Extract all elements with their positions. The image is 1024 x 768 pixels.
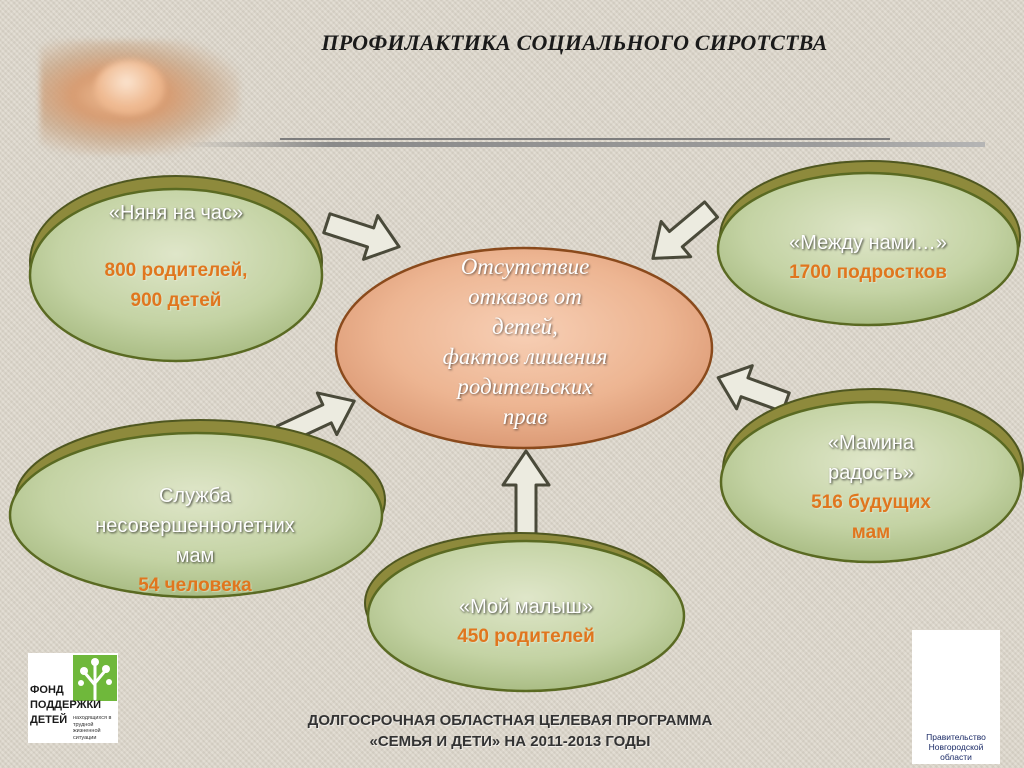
bubble-mezhdu: «Между нами…» 1700 подростков — [718, 218, 1018, 298]
center-line: родительских — [457, 374, 593, 399]
bubble-nyanya: «Няня на час» 800 родителей, 900 детей — [30, 190, 322, 358]
program-footer: ДОЛГОСРОЧНАЯ ОБЛАСТНАЯ ЦЕЛЕВАЯ ПРОГРАММА… — [200, 710, 820, 752]
arrow-from-mezhdu — [651, 200, 720, 260]
bubble-value: 900 детей — [130, 290, 222, 311]
footer-line: «СЕМЬЯ И ДЕТИ» НА 2011-2013 ГОДЫ — [369, 733, 651, 750]
bubble-label-line: «Мамина — [827, 432, 915, 454]
bubble-label: «Между нами…» — [789, 232, 947, 254]
fund-logo-line: ДЕТЕЙ — [30, 714, 68, 726]
bubble-label-line: несовершеннолетних — [95, 515, 295, 537]
bubble-label-line: мам — [175, 545, 215, 567]
bubble-mamina: «Мамина радость» 516 будущих мам — [720, 426, 1022, 550]
bubble-moy-malysh-shape — [364, 532, 686, 693]
bubble-sluzhba: Служба несовершеннолетних мам 54 человек… — [20, 478, 370, 604]
government-caption-line: Правительство — [926, 732, 986, 742]
center-ellipse — [334, 246, 714, 450]
government-logo: Правительство Новгородской области — [912, 630, 1000, 764]
bubble-label-line: радость» — [828, 462, 914, 484]
center-line: прав — [502, 404, 548, 429]
bubble-value: 450 родителей — [457, 626, 595, 647]
bubble-label: «Няня на час» — [108, 202, 244, 224]
bubble-label-line: Служба — [158, 485, 232, 507]
bubble-value: 1700 подростков — [789, 262, 947, 283]
government-caption-line: Новгородской — [928, 742, 984, 752]
fund-logo-tagline: находящихся в трудной жизненной ситуации — [73, 715, 112, 741]
fund-logo-line: ФОНД — [30, 684, 64, 696]
title-divider — [185, 142, 985, 147]
government-caption: Правительство Новгородской области — [912, 732, 1000, 762]
arrow-from-nyanya — [322, 212, 401, 261]
bubble-mezhdu-shape — [716, 160, 1021, 327]
arrow-from-moy-malysh — [501, 449, 551, 537]
government-caption-line: области — [940, 752, 972, 762]
bubble-value: мам — [851, 522, 891, 543]
fund-logo-line: ПОДДЕРЖКИ — [30, 699, 102, 711]
arrow-from-mamina — [716, 364, 791, 414]
bubble-label: «Мой малыш» — [459, 596, 593, 618]
fund-logo: ФОНД ПОДДЕРЖКИ ДЕТЕЙ находящихся в трудн… — [28, 653, 118, 743]
center-line: детей, — [492, 314, 558, 339]
bubble-value: 800 родителей, — [104, 260, 248, 281]
fund-logo-name: ФОНД ПОДДЕРЖКИ ДЕТЕЙ — [30, 683, 101, 728]
bubble-value: 516 будущих — [811, 492, 931, 513]
bubble-sluzhba-shape — [8, 419, 386, 599]
title-underline — [280, 138, 890, 140]
bubble-moy-malysh: «Мой малыш» 450 родителей — [370, 590, 682, 654]
photo-highlight — [95, 60, 165, 115]
footer-line: ДОЛГОСРОЧНАЯ ОБЛАСТНАЯ ЦЕЛЕВАЯ ПРОГРАММА — [307, 712, 713, 729]
center-line: отказов от — [468, 284, 582, 309]
center-line: фактов лишения — [442, 344, 608, 369]
page-title: ПРОФИЛАКТИКА СОЦИАЛЬНОГО СИРОТСТВА — [321, 30, 828, 55]
bubble-value: 54 человека — [138, 575, 252, 596]
center-line: Отсутствие — [460, 254, 590, 279]
center-goal-text: Отсутствие отказов от детей, фактов лише… — [380, 252, 670, 432]
bubble-mamina-shape — [719, 388, 1024, 564]
bubble-nyanya-shape — [28, 175, 324, 363]
tree-icon — [73, 655, 117, 701]
